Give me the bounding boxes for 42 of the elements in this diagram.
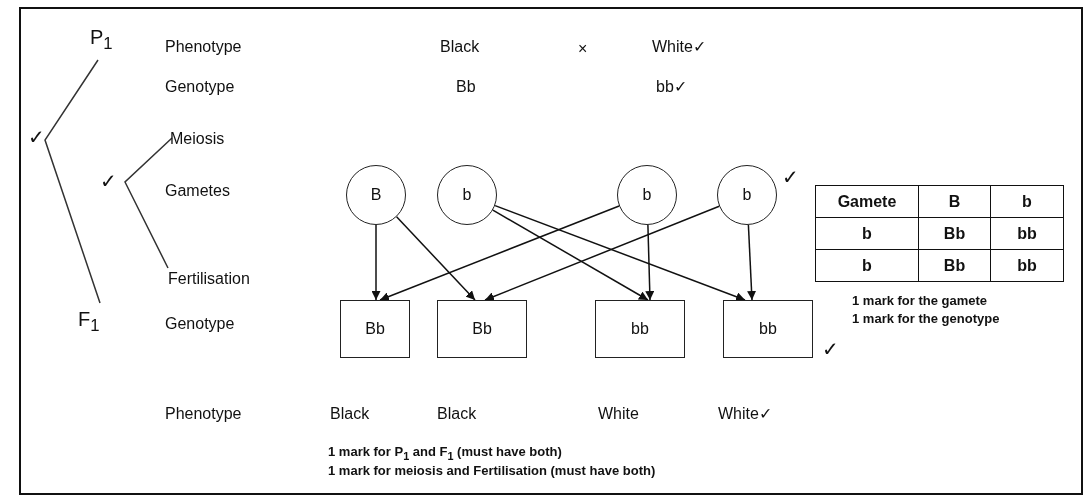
note-text: 1 mark for the gamete (852, 292, 988, 310)
genotype-box: Bb (437, 300, 527, 358)
note-text: 1 mark for meiosis and Fertilisation (must have both) (328, 462, 656, 480)
arrow (494, 204, 746, 302)
note-text: 1 mark for the genotype (852, 310, 1000, 328)
table-cell: bb (990, 249, 1064, 282)
phenotype-text: White✓ (652, 38, 706, 56)
arrow (379, 205, 620, 301)
note-text: 1 mark for P$_{1}$ and F$_{1}$ (must have both) (328, 443, 562, 464)
arrow (747, 224, 757, 301)
genotype-box: bb (723, 300, 813, 358)
tick-mark: ✓ (822, 340, 839, 358)
table-header-cell: Gamete (815, 185, 919, 218)
tick-mark: ✓ (782, 168, 799, 186)
phenotype-text: Black (437, 405, 477, 423)
arrow (492, 209, 649, 301)
row-label: Phenotype (165, 38, 242, 56)
tick-mark: ✓ (28, 128, 45, 146)
phenotype-text: Black (440, 38, 480, 56)
generation-label: P$_{1}$ (90, 28, 113, 53)
phenotype-text: White (598, 405, 639, 423)
genotype-box: Bb (340, 300, 410, 358)
arrow (371, 224, 381, 301)
arrow (395, 216, 476, 301)
arrow (484, 205, 720, 301)
phenotype-text: Black (330, 405, 370, 423)
row-label: Meiosis (170, 130, 225, 148)
genotype-box: bb (595, 300, 685, 358)
row-label: Fertilisation (168, 270, 250, 288)
generation-label: F$_{1}$ (78, 310, 100, 335)
table-cell: b (815, 249, 919, 282)
row-label: Genotype (165, 78, 235, 96)
row-label: Gametes (165, 182, 230, 200)
genotype-text: Bb (456, 78, 476, 96)
row-label: Genotype (165, 315, 235, 333)
arrow (645, 224, 655, 301)
row-label: Phenotype (165, 405, 242, 423)
phenotype-text: White✓ (718, 405, 772, 423)
genotype-text: bb✓ (656, 78, 687, 96)
cross-sign: × (578, 40, 588, 58)
table-header-cell: b (990, 185, 1064, 218)
tick-mark: ✓ (100, 172, 117, 190)
